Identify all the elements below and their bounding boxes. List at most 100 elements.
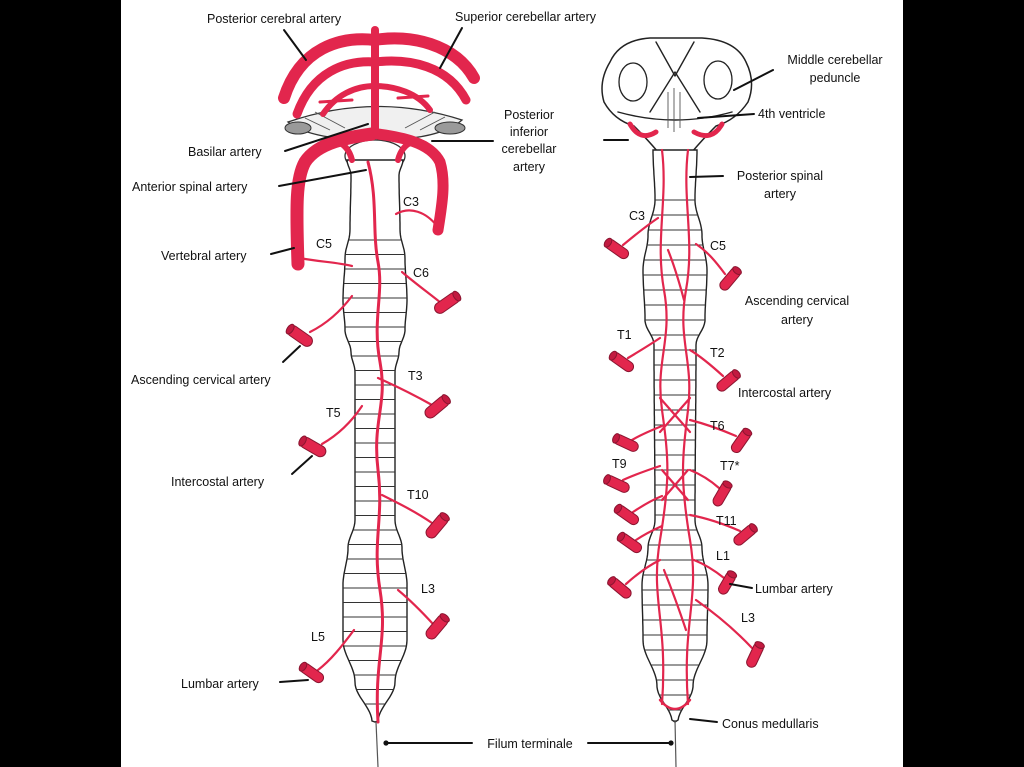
left-radicular-branch-c5	[298, 256, 354, 268]
label-middle-cerebellar-peduncle-line-2: peduncle	[810, 71, 861, 85]
label-intercostal-artery: Intercostal artery	[171, 475, 265, 489]
left-flocculus	[284, 121, 312, 135]
tube-end	[731, 369, 741, 379]
conus-anastomotic-loop	[658, 698, 692, 711]
label-right-lumbar-artery: Lumbar artery	[755, 582, 834, 596]
right-level-label-c5: C5	[710, 239, 726, 253]
left-superior-cerebellar-artery	[292, 57, 380, 119]
filum-pointer-right-dot	[668, 740, 674, 746]
right-radicular-branch-t1	[626, 336, 662, 360]
label-posterior-spinal-artery-line-1: Posterior spinal	[737, 169, 823, 183]
label-right-intercostal-artery: Intercostal artery	[738, 386, 832, 400]
right-fig-segmental-artery-t1	[608, 350, 635, 373]
tube-end	[722, 480, 733, 489]
right-radicular-branch-t11	[688, 513, 742, 533]
pons-hatch-line	[304, 117, 331, 131]
left-segmental-artery-t10	[425, 512, 450, 539]
right-level-label-t7: T7*	[720, 459, 740, 473]
tube-end	[608, 350, 618, 361]
tube-end	[742, 427, 753, 437]
right-fig-segmental-artery-t7	[712, 480, 733, 507]
posterior-spinal-anastomosis	[662, 568, 688, 632]
label-posterior-spinal-artery-line-2: artery	[764, 187, 797, 201]
label-right-ascending-cervical-artery-line-2: artery	[781, 313, 814, 327]
left-posterior-spinal-artery	[655, 148, 669, 706]
right-fig-segmental-artery-l3	[746, 641, 765, 668]
right-fig-segmental-artery-t9	[603, 474, 630, 493]
right-filum-terminale	[674, 719, 677, 767]
right-level-label-t9: T9	[612, 457, 627, 471]
right-radicular-branch-t6	[688, 418, 738, 438]
left-radicular-branch-ascending-cervical	[308, 294, 354, 334]
filum-pointer-left-dot	[383, 740, 389, 746]
right-fig-segmental-artery-t10-left	[613, 503, 640, 526]
pons-hatch-line	[419, 116, 446, 131]
left-radicular-branch-l5	[316, 628, 356, 672]
pointer-anterior-spinal-artery	[278, 169, 367, 187]
label-anterior-spinal-artery: Anterior spinal artery	[132, 180, 248, 194]
pointer-posterior-spinal-artery	[689, 175, 724, 178]
tube-end	[607, 576, 617, 586]
anterior-spinal-artery	[366, 160, 384, 724]
fourth-ventricle-hatching	[667, 88, 681, 132]
pointer-basilar-artery	[284, 123, 369, 152]
left-segmental-artery-c6	[434, 290, 462, 314]
left-radicular-branch-c6	[400, 270, 443, 305]
pons-hatch-line	[314, 111, 346, 129]
posterior-spinal-anastomosis	[658, 396, 692, 434]
right-radicular-branch-t10-left	[631, 494, 664, 514]
right-level-label-t6: T6	[710, 419, 725, 433]
level-label-t10: T10	[407, 488, 429, 502]
label-basilar-artery: Basilar artery	[188, 145, 262, 159]
right-flocculus	[434, 121, 466, 135]
tube-end	[603, 474, 611, 485]
right-posterior-cerebral-artery	[369, 32, 480, 84]
right-radicular-branch-t9	[621, 464, 662, 482]
left-radicular-branch-t3	[376, 376, 434, 407]
right-fig-segmental-artery-t12-left	[616, 531, 643, 554]
tube-end	[439, 613, 450, 623]
tube-end	[613, 503, 623, 514]
left-radicular-branch-l3	[396, 588, 435, 626]
left-segmental-artery-ascending-cervical	[285, 323, 313, 347]
left-radicular-branch-t5	[320, 404, 364, 446]
pointer-intercostal-artery	[291, 455, 313, 475]
right-radicular-branch-t8-left	[630, 424, 664, 442]
right-radicular-branch-l3	[694, 598, 754, 650]
right-pontine-branch	[396, 94, 430, 100]
right-level-label-l1: L1	[716, 549, 730, 563]
left-segmental-artery-l3	[425, 613, 450, 640]
label-superior-cerebellar-artery: Superior cerebellar artery	[455, 10, 597, 24]
diagram-panel	[121, 0, 903, 767]
level-label-c5: C5	[316, 237, 332, 251]
level-label-l3: L3	[421, 582, 435, 596]
pointer-vertebral-artery	[270, 247, 295, 255]
tube-end	[754, 641, 765, 649]
pointer-ascending-cervical-artery	[282, 345, 301, 363]
right-fig-right-posterior-inferior-cerebellar-artery	[691, 121, 725, 139]
tube-end	[603, 237, 613, 248]
tube-end	[298, 435, 307, 447]
posterior-spinal-anastomosis	[666, 248, 686, 302]
right-level-label-t2: T2	[710, 346, 725, 360]
left-segmental-artery-t5	[298, 435, 327, 458]
right-fig-segmental-artery-c5	[719, 266, 742, 291]
tube-end	[726, 570, 738, 579]
right-level-label-t1: T1	[617, 328, 632, 342]
label-posterior-inferior-cerebellar-artery-line-1: Posterior	[504, 108, 554, 122]
tube-end	[748, 523, 758, 533]
pointer-lumbar-artery	[279, 679, 309, 683]
right-middle-cerebellar-peduncle	[703, 60, 733, 100]
level-label-l5: L5	[311, 630, 325, 644]
level-label-t3: T3	[408, 369, 423, 383]
right-fig-segmental-artery-t11	[733, 523, 758, 546]
label-posterior-cerebral-artery: Posterior cerebral artery	[207, 12, 342, 26]
left-pontine-branch	[318, 98, 354, 104]
pointer-middle-cerebellar-peduncle	[733, 69, 774, 91]
label-lumbar-artery: Lumbar artery	[181, 677, 260, 691]
tube-end	[441, 394, 451, 405]
right-posterior-spinal-artery	[681, 148, 695, 706]
right-radicular-branch-l1-left	[624, 558, 662, 586]
right-fig-segmental-artery-l1	[718, 570, 738, 595]
